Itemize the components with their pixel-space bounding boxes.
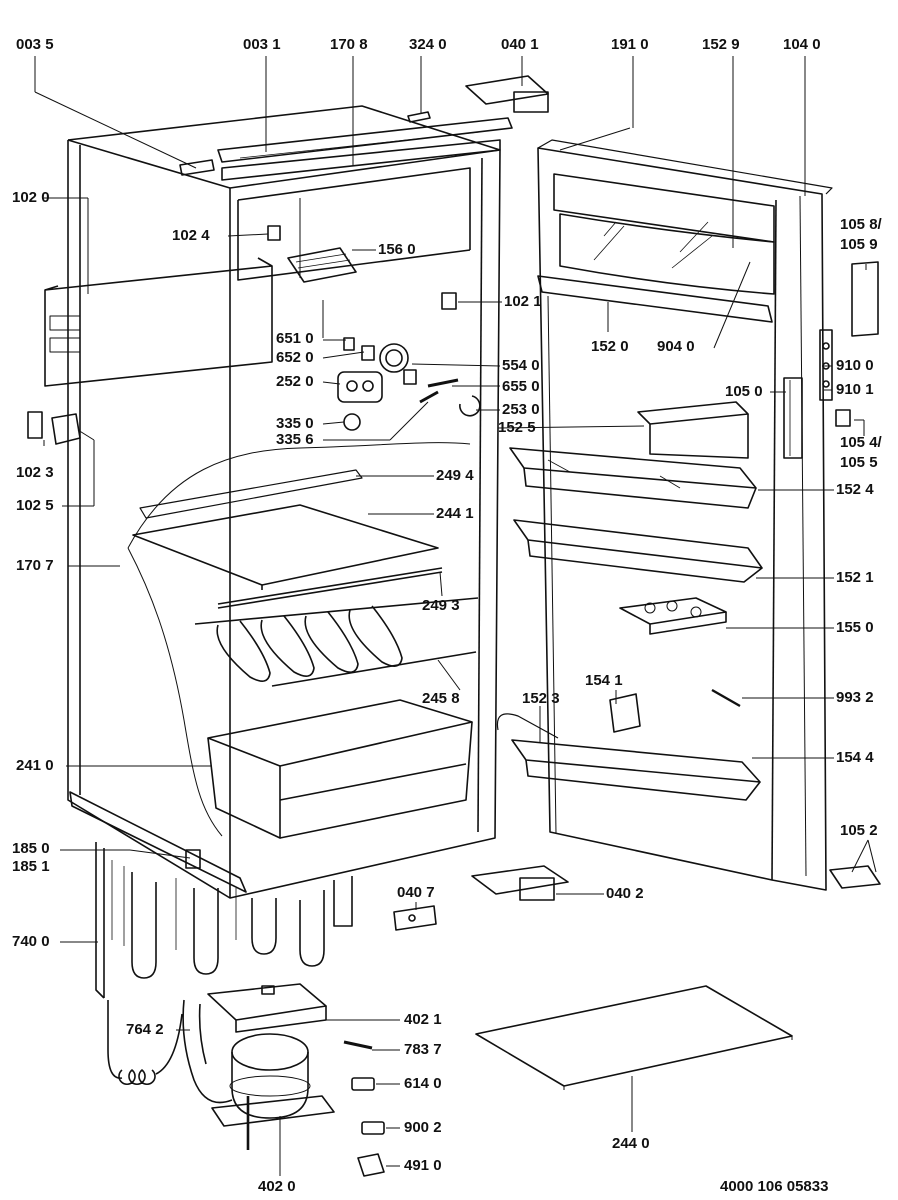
leader-lines — [34, 56, 877, 1176]
bottom-rail — [69, 791, 247, 893]
part-label: 102 1 — [504, 293, 542, 310]
part-label: 105 2 — [840, 822, 878, 839]
part-label: 102 0 — [12, 189, 50, 206]
part-label: 102 5 — [16, 497, 54, 514]
part-label: 105 5 — [840, 454, 878, 471]
door — [537, 139, 833, 891]
part-label: 152 9 — [702, 36, 740, 53]
side-brackets — [27, 225, 457, 445]
part-label: 185 1 — [12, 858, 50, 875]
part-label: 491 0 — [404, 1157, 442, 1174]
thermostat-assembly — [337, 337, 481, 431]
part-label: 335 0 — [276, 415, 314, 432]
part-label: 651 0 — [276, 330, 314, 347]
ice-tray — [287, 247, 357, 283]
part-label: 614 0 — [404, 1075, 442, 1092]
part-label: 783 7 — [404, 1041, 442, 1058]
part-label: 904 0 — [657, 338, 695, 355]
door-bins — [496, 401, 763, 801]
part-label: 105 9 — [840, 236, 878, 253]
part-label: 910 0 — [836, 357, 874, 374]
top-frame-rails — [179, 111, 513, 181]
part-label: 244 1 — [436, 505, 474, 522]
part-label: 152 4 — [836, 481, 874, 498]
part-label: 003 5 — [16, 36, 54, 53]
part-label: 152 0 — [591, 338, 629, 355]
part-label: 253 0 — [502, 401, 540, 418]
part-label: 764 2 — [126, 1021, 164, 1038]
part-label: 335 6 — [276, 431, 314, 448]
part-label: 154 1 — [585, 672, 623, 689]
evaporator-coil — [194, 597, 479, 687]
part-label: 249 4 — [436, 467, 474, 484]
part-label: 102 3 — [16, 464, 54, 481]
part-label: 324 0 — [409, 36, 447, 53]
dairy-compartment — [537, 173, 775, 323]
part-label: 105 4/ — [840, 434, 882, 451]
part-label: 652 0 — [276, 349, 314, 366]
part-label: 910 1 — [836, 381, 874, 398]
compressor — [182, 999, 335, 1150]
part-label: 191 0 — [611, 36, 649, 53]
part-label: 105 0 — [725, 383, 763, 400]
glass-shelf — [132, 469, 443, 609]
sensor-capillary — [107, 1000, 183, 1085]
part-label: 740 0 — [12, 933, 50, 950]
part-label: 105 8/ — [840, 216, 882, 233]
part-label: 170 8 — [330, 36, 368, 53]
upper-side-panel — [44, 257, 273, 387]
part-label: 402 0 — [258, 1178, 296, 1195]
part-label: 102 4 — [172, 227, 210, 244]
small-electrical-parts — [343, 905, 437, 1177]
hinges — [465, 75, 881, 901]
document-number: 4000 106 05833 — [720, 1178, 829, 1195]
part-label: 993 2 — [836, 689, 874, 706]
part-label: 152 3 — [522, 690, 560, 707]
part-label: 040 2 — [606, 885, 644, 902]
cabinet-body — [67, 105, 501, 899]
part-label: 152 1 — [836, 569, 874, 586]
part-label: 156 0 — [378, 241, 416, 258]
drip-tray — [207, 983, 327, 1033]
part-label: 040 1 — [501, 36, 539, 53]
condenser — [95, 842, 353, 999]
bottom-glass-plate — [475, 985, 793, 1087]
part-label: 900 2 — [404, 1119, 442, 1136]
part-label: 104 0 — [783, 36, 821, 53]
part-label: 252 0 — [276, 373, 314, 390]
part-label: 185 0 — [12, 840, 50, 857]
part-label: 244 0 — [612, 1135, 650, 1152]
part-label: 170 7 — [16, 557, 54, 574]
part-label: 241 0 — [16, 757, 54, 774]
crisper-drawer — [207, 699, 473, 839]
part-label: 040 7 — [397, 884, 435, 901]
part-label: 245 8 — [422, 690, 460, 707]
part-label: 249 3 — [422, 597, 460, 614]
part-label: 554 0 — [502, 357, 540, 374]
part-label: 655 0 — [502, 378, 540, 395]
part-label: 402 1 — [404, 1011, 442, 1028]
part-label: 152 5 — [498, 419, 536, 436]
door-hinge-parts — [819, 329, 851, 427]
part-label: 155 0 — [836, 619, 874, 636]
part-label: 003 1 — [243, 36, 281, 53]
part-label: 154 4 — [836, 749, 874, 766]
